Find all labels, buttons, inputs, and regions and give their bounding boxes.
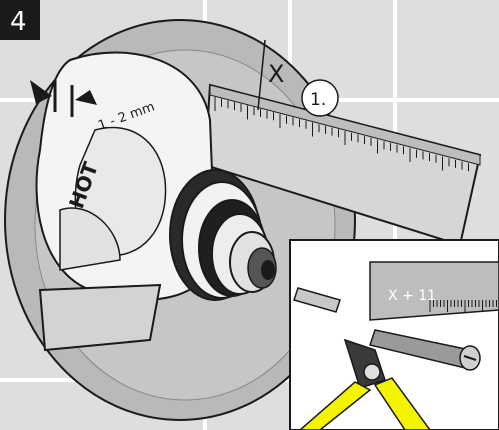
- svg-text:X + 11: X + 11: [388, 288, 436, 304]
- step-number-badge: 4: [0, 0, 40, 40]
- step-order-callout: 1.: [301, 79, 339, 117]
- cut-rod-piece: [293, 287, 341, 313]
- threaded-rod: [369, 329, 481, 371]
- svg-text:X: X: [268, 60, 284, 88]
- cartridge-rings: [169, 169, 277, 301]
- inset-detail: X + 11: [289, 239, 499, 430]
- svg-text:4: 4: [10, 7, 27, 37]
- inset-ruler: X + 11: [369, 261, 499, 321]
- svg-text:1.: 1.: [310, 90, 326, 110]
- cutting-pliers: [298, 338, 431, 430]
- base-bracket: [38, 283, 162, 352]
- x-dimension-callout: X: [257, 39, 284, 111]
